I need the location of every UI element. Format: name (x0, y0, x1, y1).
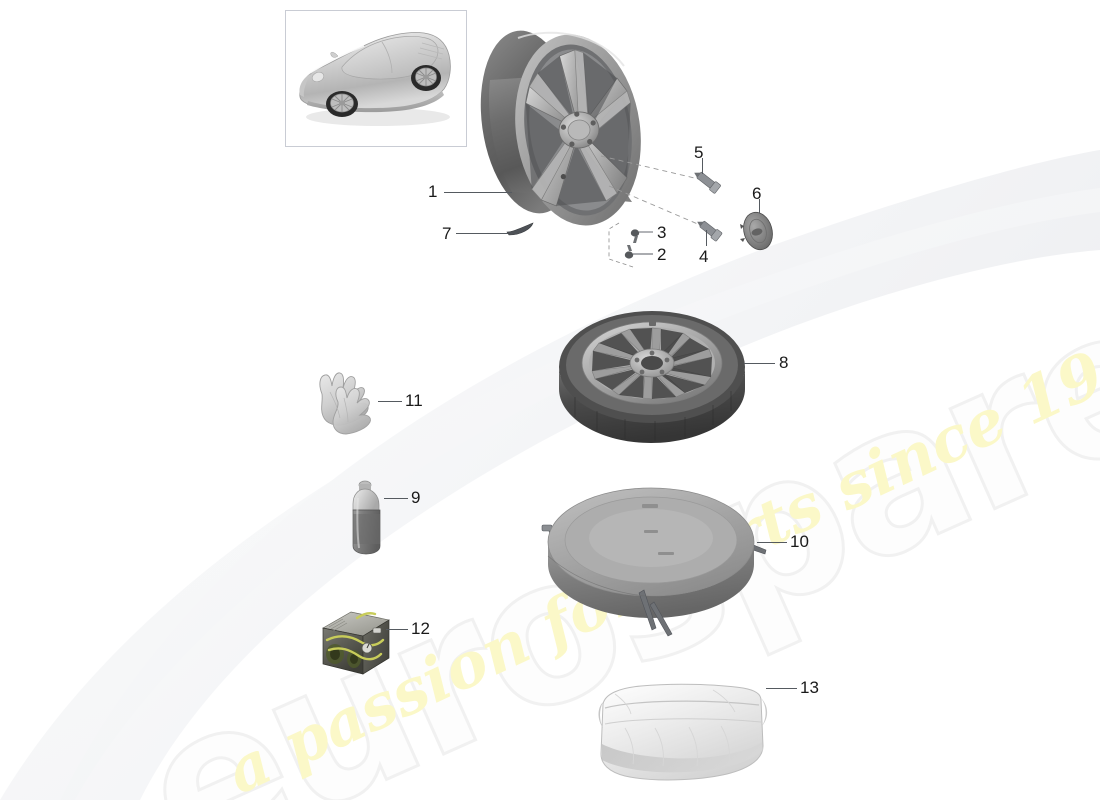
callout-leader-10 (757, 542, 787, 543)
wheel-hub-cap-illustration (740, 211, 773, 251)
callout-leader-4 (706, 230, 707, 246)
callout-leader-9 (384, 498, 408, 499)
car-thumbnail (299, 32, 451, 126)
callout-leader-6 (759, 199, 760, 213)
wheel-bolt-group-illustration (600, 155, 723, 242)
collapsible-spare-wheel-illustration (559, 311, 745, 443)
air-compressor-illustration (322, 611, 390, 675)
storage-bag-illustration (598, 683, 768, 781)
callout-leader-8 (744, 363, 775, 364)
callout-label-10: 10 (790, 532, 809, 551)
callout-leader-7 (456, 233, 508, 234)
callout-label-12: 12 (411, 619, 430, 638)
callout-leader-5 (702, 158, 703, 174)
alloy-wheel-rim-illustration (480, 30, 641, 226)
callout-label-1: 1 (428, 182, 438, 201)
callout-leader-13 (766, 688, 797, 689)
callout-label-13: 13 (800, 678, 819, 697)
spare-wheel-storage-cover-illustration (541, 487, 767, 637)
callout-label-8: 8 (779, 353, 789, 372)
callout-label-6: 6 (752, 184, 762, 203)
callout-label-4: 4 (699, 247, 709, 266)
callout-leader-11 (378, 401, 402, 402)
callout-leader-12 (386, 629, 408, 630)
callout-label-9: 9 (411, 488, 421, 507)
callout-leader-1 (444, 192, 512, 193)
callout-label-11: 11 (405, 391, 423, 410)
tyre-valve-group-illustration (608, 222, 653, 268)
tyre-sealant-bottle-illustration (352, 480, 381, 555)
callout-label-5: 5 (694, 143, 704, 162)
callout-label-3: 3 (657, 223, 667, 242)
vehicle-thumbnail-frame (285, 10, 467, 147)
protective-gloves-illustration (319, 372, 371, 435)
callout-label-7: 7 (442, 224, 452, 243)
callout-label-2: 2 (657, 245, 667, 264)
balance-weight-illustration (506, 222, 534, 236)
